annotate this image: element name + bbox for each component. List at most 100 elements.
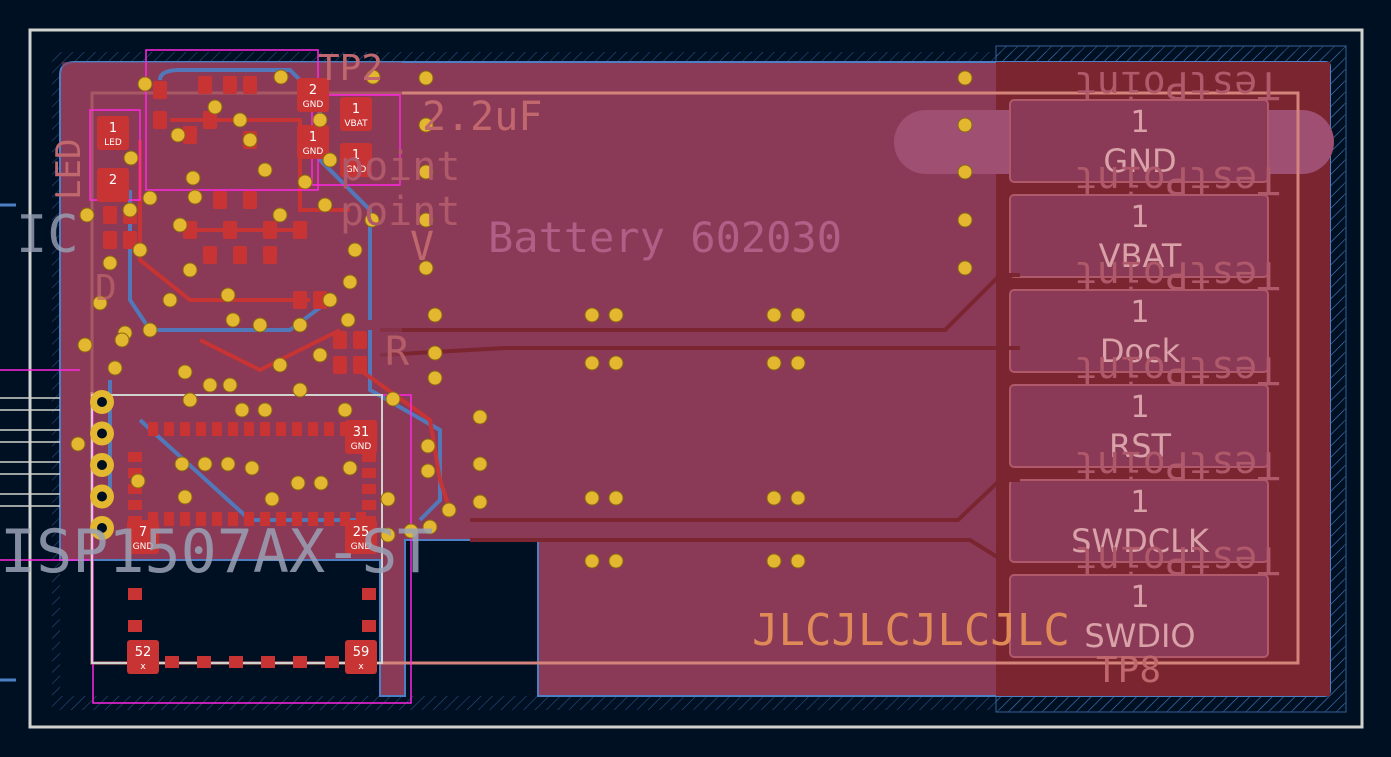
silk-lines-left: [0, 397, 60, 507]
testpoint-pad: [1009, 479, 1269, 563]
via: [385, 391, 401, 407]
module-pad: [128, 620, 142, 632]
smd-pad: [243, 76, 257, 94]
via: [422, 519, 438, 535]
smd-pad: [313, 291, 327, 309]
via: [317, 197, 333, 213]
pad-net-label: GND: [133, 542, 154, 552]
module-pad: [324, 422, 334, 436]
testpoint-pin-number: 1: [1130, 295, 1149, 330]
module-pad: [128, 500, 142, 510]
module-name-label: ISP1507AX-ST: [0, 517, 433, 587]
module-pad: [197, 656, 211, 668]
pad-net-label: LED: [104, 138, 122, 148]
via: [766, 553, 782, 569]
module-pad: [356, 512, 366, 526]
pad-body: [97, 116, 129, 150]
pad-body: [297, 125, 329, 159]
via: [608, 553, 624, 569]
pad-59-x[interactable]: 59x: [345, 640, 377, 674]
testpoint-faded-label-2: point: [340, 189, 460, 235]
pad-net-label: GND: [351, 542, 372, 552]
header-pin-hole: [97, 460, 107, 470]
testpoint-pin-number: 1: [1130, 105, 1149, 140]
via: [584, 490, 600, 506]
via: [132, 242, 148, 258]
pad-net-label: GND: [351, 442, 372, 452]
via: [257, 402, 273, 418]
smd-pad: [263, 221, 277, 239]
signal-traces: [379, 273, 1020, 567]
via: [162, 292, 178, 308]
edge-marks: [0, 203, 16, 682]
via: [70, 436, 86, 452]
via: [957, 164, 973, 180]
via: [177, 364, 193, 380]
jlc-label: JLCJLCJLCJLC: [752, 605, 1070, 656]
via: [312, 112, 328, 128]
via: [234, 402, 250, 418]
smd-pad: [353, 356, 367, 374]
via: [380, 527, 396, 543]
via: [77, 337, 93, 353]
pad-body: [345, 520, 377, 554]
via: [142, 190, 158, 206]
pad-pin-label: 2: [309, 83, 317, 98]
pad-pin-label: 2: [109, 173, 117, 188]
module-pad: [293, 656, 307, 668]
via: [232, 112, 248, 128]
pad-2[interactable]: 2: [97, 168, 129, 202]
via: [187, 189, 203, 205]
via: [364, 212, 380, 228]
module-pad: [128, 468, 142, 478]
smd-pad: [353, 331, 367, 349]
header-pin-hole: [97, 491, 107, 502]
testpoint-pad: [1009, 289, 1269, 373]
via: [403, 523, 419, 539]
via: [584, 307, 600, 323]
smd-pad: [153, 111, 167, 129]
module-pad: [340, 512, 350, 526]
ref-r-label: R: [385, 329, 410, 375]
via: [312, 347, 328, 363]
via: [472, 456, 488, 472]
pad-52-x[interactable]: 52x: [127, 640, 159, 674]
smd-pad: [293, 221, 307, 239]
via: [766, 490, 782, 506]
module-pad: [292, 512, 302, 526]
smd-pad: [183, 126, 197, 144]
pad-body: [127, 640, 159, 674]
smd-pad: [333, 331, 347, 349]
tp-bottom-ref: TP8: [1096, 650, 1161, 691]
pad-body: [97, 168, 129, 202]
cap-value-label: 2.2uF: [422, 94, 542, 140]
smd-pad: [123, 231, 137, 249]
testpoint-pad: [1009, 194, 1269, 278]
module-pad: [212, 422, 222, 436]
via: [292, 382, 308, 398]
via: [957, 260, 973, 276]
via: [766, 355, 782, 371]
labeled-pads: 2GND1GND1VBAT1LED21GND31GND7GND25GND52x5…: [97, 78, 377, 674]
pad-pin-label: 1: [309, 130, 317, 145]
via: [427, 307, 443, 323]
smd-pad: [293, 291, 307, 309]
smd-pad: [223, 221, 237, 239]
testpoint-ghost-label: TestPoint: [1074, 63, 1280, 107]
via: [142, 322, 158, 338]
